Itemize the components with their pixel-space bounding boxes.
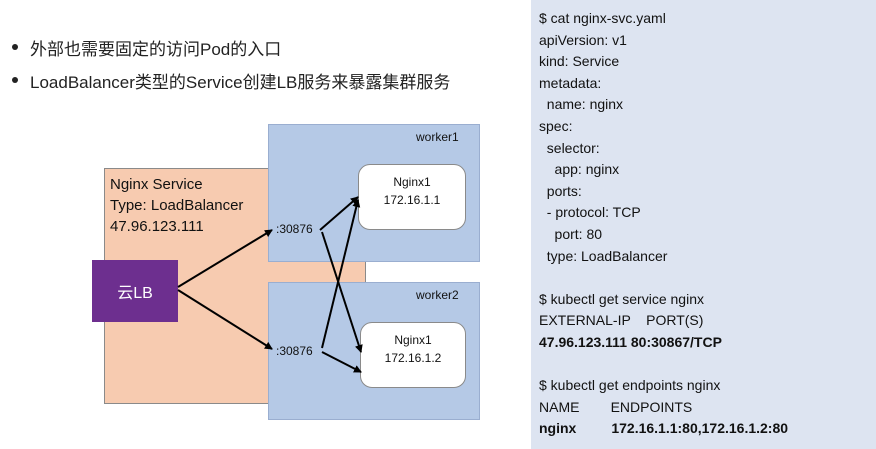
code-line: ports: <box>539 182 582 199</box>
worker2-label: worker2 <box>416 288 459 302</box>
code-line: type: LoadBalancer <box>539 247 668 264</box>
node-port-worker1: :30876 <box>276 222 313 236</box>
code-line: $ kubectl get service nginx <box>539 290 704 307</box>
code-line: EXTERNAL-IP PORT(S) <box>539 312 704 329</box>
worker1-label: worker1 <box>416 130 459 144</box>
bullet-item: LoadBalancer类型的Service创建LB服务来暴露集群服务 <box>8 67 450 93</box>
code-line: app: nginx <box>539 161 620 178</box>
bullet-item: 外部也需要固定的访问Pod的入口 <box>8 34 450 60</box>
code-line: selector: <box>539 139 600 156</box>
pod-ip: 172.16.1.1 <box>383 193 441 207</box>
pod-ip: 172.16.1.2 <box>384 351 442 365</box>
arrow-port2-to-pod1 <box>321 199 361 349</box>
cloud-lb-label: 云LB <box>117 285 153 302</box>
service-name: Nginx Service <box>110 176 203 193</box>
terminal-code-panel: $ cat nginx-svc.yaml apiVersion: v1 kind: … <box>531 0 876 449</box>
bullet-list: 外部也需要固定的访问Pod的入口 LoadBalancer类型的Service创… <box>8 34 450 100</box>
traffic-arrows <box>177 196 363 373</box>
pod-name: Nginx1 <box>393 175 431 189</box>
cloud-lb-box: 云LB <box>92 260 178 322</box>
pod-nginx1-worker1: Nginx1 172.16.1.1 <box>358 164 466 230</box>
bullet-text: 外部也需要固定的访问Pod的入口 <box>30 39 282 59</box>
arrow-lb-to-worker1 <box>177 229 273 288</box>
bullet-dot-icon <box>12 77 18 83</box>
code-line <box>539 354 876 376</box>
code-line: $ kubectl get endpoints nginx <box>539 377 721 394</box>
service-info: Nginx Service Type: LoadBalancer 47.96.1… <box>110 174 243 237</box>
code-line: kind: Service <box>539 53 620 70</box>
code-line: metadata: <box>539 74 602 91</box>
service-type: Type: LoadBalancer <box>110 197 244 214</box>
code-line <box>539 267 876 289</box>
code-line: - protocol: TCP <box>539 204 641 221</box>
arrow-port1-to-pod2 <box>321 231 363 353</box>
code-line: NAME ENDPOINTS <box>539 398 693 415</box>
arrow-lb-to-worker2 <box>177 289 273 350</box>
service-external-ip: 47.96.123.111 <box>110 218 204 235</box>
code-line: 47.96.123.111 80:30867/TCP <box>539 333 722 350</box>
bullet-dot-icon <box>12 44 18 50</box>
code-line: spec: <box>539 117 573 134</box>
node-port-worker2: :30876 <box>276 344 313 358</box>
code-line: apiVersion: v1 <box>539 31 627 48</box>
arrow-port1-to-pod1 <box>319 196 359 231</box>
code-line: name: nginx <box>539 96 624 113</box>
code-line: $ cat nginx-svc.yaml <box>539 10 666 26</box>
code-line: port: 80 <box>539 225 603 242</box>
code-line: nginx 172.16.1.1:80,172.16.1.2:80 <box>539 420 789 437</box>
pod-name: Nginx1 <box>394 333 432 347</box>
bullet-text: LoadBalancer类型的Service创建LB服务来暴露集群服务 <box>30 72 451 92</box>
pod-nginx1-worker2: Nginx1 172.16.1.2 <box>360 322 466 388</box>
arrow-port2-to-pod2 <box>321 351 362 373</box>
